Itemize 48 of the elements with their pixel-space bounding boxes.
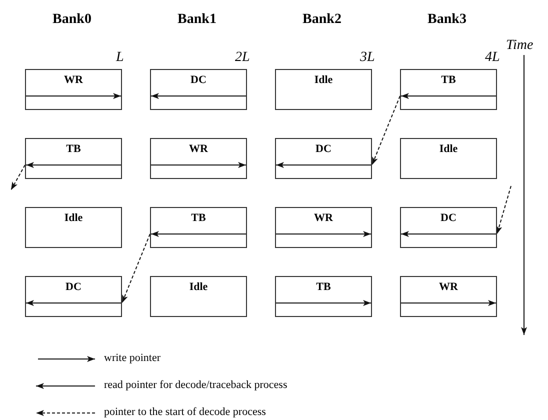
memory-bank-box — [150, 276, 247, 317]
bank-state: Idle — [63, 212, 84, 224]
bank-state: Idle — [313, 74, 334, 86]
time-mark: L — [116, 50, 124, 66]
memory-bank-box — [275, 207, 372, 248]
memory-bank-box — [150, 207, 247, 248]
memory-bank-box — [150, 138, 247, 179]
memory-bank-box — [275, 69, 372, 110]
memory-bank-box — [275, 276, 372, 317]
time-mark: 4L — [485, 50, 500, 66]
column-heading: Bank2 — [302, 12, 342, 28]
bank-state: WR — [438, 281, 459, 293]
bank-state: TB — [440, 74, 457, 86]
bank-state: DC — [190, 74, 208, 86]
dashed-arrow — [372, 96, 400, 166]
dashed-arrow — [122, 234, 150, 304]
bank-state: WR — [313, 212, 334, 224]
bank-state: Idle — [438, 143, 459, 155]
memory-bank-box — [150, 69, 247, 110]
memory-bank-box — [400, 138, 497, 179]
column-heading: Bank0 — [52, 12, 92, 28]
bank-state: TB — [65, 143, 82, 155]
legend-text: write pointer — [104, 352, 161, 364]
time-mark: 3L — [360, 50, 375, 66]
memory-bank-box — [25, 207, 122, 248]
legend-text: read pointer for decode/traceback process — [104, 379, 288, 391]
bank-state: Idle — [188, 281, 209, 293]
dashed-arrow — [10, 164, 26, 190]
memory-bank-box — [25, 138, 122, 179]
column-heading: Bank3 — [426, 12, 468, 28]
column-heading: Bank1 — [176, 12, 218, 28]
bank-state: WR — [188, 143, 209, 155]
memory-bank-box — [25, 276, 122, 317]
dashed-arrow — [496, 186, 512, 234]
memory-bank-box — [400, 276, 497, 317]
memory-bank-box — [275, 138, 372, 179]
bank-state: TB — [315, 281, 332, 293]
memory-bank-box — [25, 69, 122, 110]
bank-state: DC — [64, 281, 82, 293]
bank-state: DC — [440, 212, 458, 224]
bank-state: TB — [190, 212, 207, 224]
memory-bank-box — [400, 207, 497, 248]
memory-bank-box — [400, 69, 497, 110]
bank-state: WR — [63, 74, 84, 86]
time-mark: 2L — [235, 50, 250, 66]
bank-state: DC — [314, 143, 332, 155]
legend-text: pointer to the start of decode process — [104, 406, 266, 418]
axis-label: Time — [506, 38, 534, 54]
